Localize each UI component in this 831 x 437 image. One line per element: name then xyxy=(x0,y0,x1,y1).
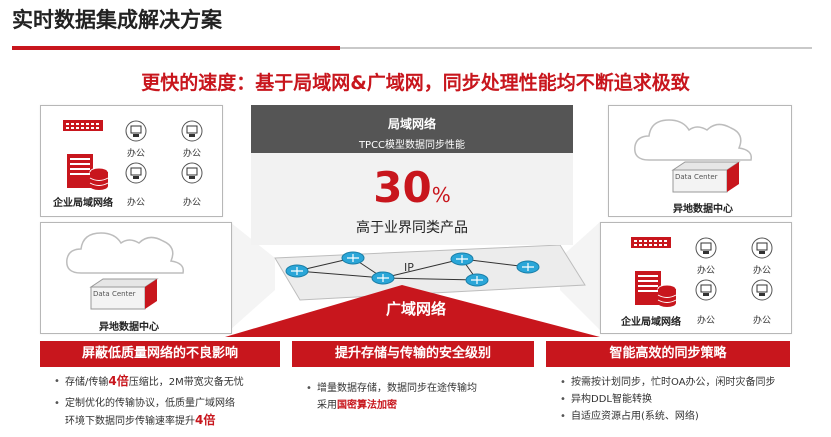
remote-datacenter-panel-mid-left: Data Center 异地数据中心 xyxy=(40,222,232,334)
switch-icon xyxy=(631,237,671,248)
feature-band-title: 智能高效的同步策略 xyxy=(546,341,790,367)
feature-item: 自适应资源占用(系统、网络) xyxy=(560,408,790,425)
wan-triangle xyxy=(225,285,600,337)
datacenter-icon xyxy=(89,278,159,310)
enterprise-lan-panel-top-left: 企业局域网络 办公 办公 办公 办公 xyxy=(40,105,223,217)
switch-icon xyxy=(63,120,103,131)
remote-datacenter-caption: 异地数据中心 xyxy=(99,322,159,333)
feature-highlight: 4倍 xyxy=(195,413,216,427)
computer-icon xyxy=(695,279,717,301)
right-connector xyxy=(560,222,600,330)
office-label: 办公 xyxy=(697,316,716,326)
feature-item: 按需按计划同步，忙时OA办公，闲时灾备同步 xyxy=(560,374,790,391)
page-subtitle: 更快的速度：基于局域网&广域网，同步处理性能均不断追求极致 xyxy=(141,72,690,94)
computer-icon xyxy=(751,279,773,301)
office-label: 办公 xyxy=(697,266,716,276)
title-divider xyxy=(12,47,812,49)
computer-icon xyxy=(695,237,717,259)
computer-icon xyxy=(181,162,203,184)
cloud-icon xyxy=(66,232,184,274)
office-label: 办公 xyxy=(753,316,772,326)
feature-text: 存储/传输 xyxy=(65,377,109,388)
router-icon xyxy=(285,264,309,278)
computer-icon xyxy=(125,162,147,184)
lan-title: 局域网络 xyxy=(387,117,436,131)
office-label: 办公 xyxy=(183,149,202,159)
lan-value-number: 30 xyxy=(373,163,432,212)
server-database-icon xyxy=(67,154,109,190)
lan-performance-value: 30% xyxy=(251,165,573,218)
wan-label: 广域网络 xyxy=(385,300,446,318)
office-label: 办公 xyxy=(127,198,146,208)
server-database-icon xyxy=(635,271,677,307)
office-label: 办公 xyxy=(183,198,202,208)
router-icon xyxy=(450,252,474,266)
feature-text: 异构DDL智能转换 xyxy=(571,394,652,405)
router-icon xyxy=(341,251,365,265)
feature-text: 定制优化的传输协议，低质量广域网络 xyxy=(65,398,235,409)
computer-icon xyxy=(125,120,147,142)
datacenter-icon xyxy=(671,161,741,193)
feature-text: 增量数据存储，数据同步在途传输均 xyxy=(317,383,477,394)
feature-list: 增量数据存储，数据同步在途传输均 采用国密算法加密 xyxy=(306,380,532,414)
enterprise-lan-label: 企业局域网络 xyxy=(53,198,113,209)
feature-item: 增量数据存储，数据同步在途传输均 xyxy=(306,380,532,397)
computer-icon xyxy=(181,120,203,142)
feature-text: 采用 xyxy=(317,400,337,411)
datacenter-text: Data Center xyxy=(93,290,136,298)
feature-text: 压缩比，2M带宽灾备无忧 xyxy=(128,377,244,388)
remote-datacenter-caption: 异地数据中心 xyxy=(673,204,733,215)
office-label: 办公 xyxy=(753,266,772,276)
feature-item: 定制优化的传输协议，低质量广域网络 xyxy=(54,395,280,412)
feature-item-continued: 环境下数据同步传输速率提升4倍 xyxy=(54,412,280,430)
feature-band-title: 屏蔽低质量网络的不良影响 xyxy=(40,341,280,367)
lan-performance-box: 局域网络 TPCC模型数据同步性能 30% 高于业界同类产品 xyxy=(251,105,573,245)
router-icon xyxy=(516,260,540,274)
feature-list: 按需按计划同步，忙时OA办公，闲时灾备同步 异构DDL智能转换 自适应资源占用(… xyxy=(560,374,790,425)
datacenter-text: Data Center xyxy=(675,173,718,181)
feature-item: 存储/传输4倍压缩比，2M带宽灾备无忧 xyxy=(54,373,280,391)
router-icon xyxy=(371,271,395,285)
enterprise-lan-panel-mid-right: 企业局域网络 办公 办公 办公 办公 xyxy=(600,222,792,334)
enterprise-lan-label: 企业局域网络 xyxy=(621,317,681,328)
router-icon xyxy=(465,273,489,287)
feature-highlight: 国密算法加密 xyxy=(337,400,397,411)
lan-value-unit: % xyxy=(431,183,451,207)
lan-subtitle: TPCC模型数据同步性能 xyxy=(358,140,466,151)
remote-datacenter-panel-top-right: Data Center 异地数据中心 xyxy=(608,105,792,217)
page-title: 实时数据集成解决方案 xyxy=(12,8,222,32)
feature-text: 自适应资源占用(系统、网络) xyxy=(571,411,699,422)
office-label: 办公 xyxy=(127,149,146,159)
feature-list: 存储/传输4倍压缩比，2M带宽灾备无忧 定制优化的传输协议，低质量广域网络 环境… xyxy=(54,373,280,430)
lan-header: 局域网络 TPCC模型数据同步性能 xyxy=(251,105,573,153)
feature-highlight: 4倍 xyxy=(108,374,129,388)
router-icons xyxy=(285,251,540,287)
lan-description: 高于业界同类产品 xyxy=(356,220,468,236)
feature-item-continued: 采用国密算法加密 xyxy=(306,397,532,414)
feature-text: 按需按计划同步，忙时OA办公，闲时灾备同步 xyxy=(571,377,776,388)
feature-band-title: 提升存储与传输的安全级别 xyxy=(292,341,534,367)
ip-label: IP xyxy=(404,261,414,274)
left-connector xyxy=(230,222,275,330)
cloud-icon xyxy=(634,119,752,161)
computer-icon xyxy=(751,237,773,259)
feature-text: 环境下数据同步传输速率提升 xyxy=(65,416,195,427)
feature-item: 异构DDL智能转换 xyxy=(560,391,790,408)
title-divider-accent xyxy=(12,46,340,50)
